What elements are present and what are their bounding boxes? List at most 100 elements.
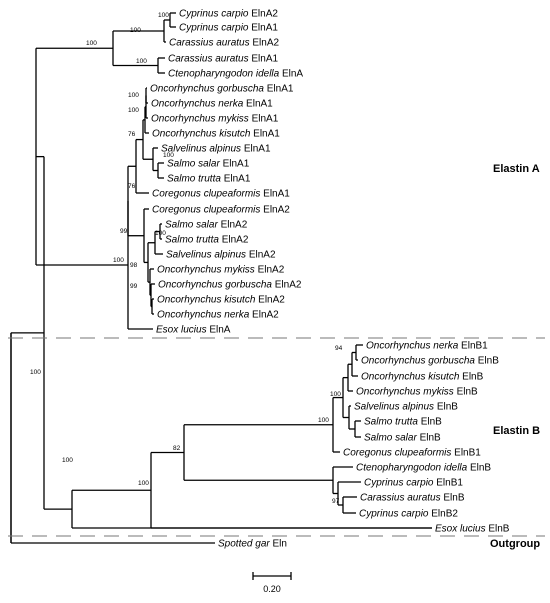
bootstrap-value: 100 bbox=[62, 457, 73, 464]
leaf-label: Esox lucius ElnB bbox=[435, 524, 510, 535]
leaf-species: Salmo trutta bbox=[165, 235, 219, 246]
leaf-label: Salmo trutta ElnA2 bbox=[165, 235, 249, 246]
bootstrap-value: 97 bbox=[332, 498, 340, 505]
leaf-label: Salmo salar ElnA1 bbox=[167, 159, 250, 170]
leaf-label: Oncorhynchus mykiss ElnA1 bbox=[151, 114, 279, 125]
leaf-gene: ElnB bbox=[441, 493, 465, 504]
leaf-species: Cyprinus carpio bbox=[179, 23, 249, 34]
leaf-species: Carassius auratus bbox=[169, 38, 250, 49]
bootstrap-value: 100 bbox=[163, 152, 174, 159]
bootstrap-value: 94 bbox=[335, 345, 343, 352]
leaf-species: Salvelinus alpinus bbox=[166, 250, 246, 261]
leaf-label: Oncorhynchus nerka ElnA2 bbox=[157, 310, 279, 321]
scale-bar: 0.20 bbox=[252, 572, 292, 594]
bootstrap-value: 100 bbox=[128, 92, 139, 99]
branches bbox=[10, 12, 432, 544]
leaf-label: Ctenopharyngodon idella ElnA bbox=[168, 69, 303, 80]
bootstrap-value: 100 bbox=[318, 417, 329, 424]
leaf-species: Ctenopharyngodon idella bbox=[356, 463, 468, 474]
leaf-gene: ElnA2 bbox=[255, 295, 285, 306]
leaf-label: Salmo salar ElnA2 bbox=[165, 220, 248, 231]
leaf-label: Oncorhynchus nerka ElnB1 bbox=[366, 341, 488, 352]
leaf-species: Oncorhynchus mykiss bbox=[356, 387, 454, 398]
leaf-label: Coregonus clupeaformis ElnB1 bbox=[343, 448, 481, 459]
leaf-label: Oncorhynchus kisutch ElnB bbox=[361, 372, 484, 383]
leaf-species: Coregonus clupeaformis bbox=[152, 189, 260, 200]
leaf-label: Spotted gar Eln bbox=[218, 539, 287, 550]
leaf-label: Oncorhynchus mykiss ElnA2 bbox=[157, 265, 285, 276]
leaf-species: Salmo trutta bbox=[167, 174, 221, 185]
leaf-species: Oncorhynchus mykiss bbox=[151, 114, 249, 125]
leaf-label: Oncorhynchus gorbuscha ElnB bbox=[361, 356, 499, 367]
leaf-species: Carassius auratus bbox=[168, 54, 249, 65]
leaf-species: Salmo salar bbox=[165, 220, 218, 231]
leaf-species: Cyprinus carpio bbox=[179, 9, 249, 20]
group-dividers bbox=[8, 337, 545, 537]
bootstrap-labels: 1001001001001001007676991009810099100100… bbox=[30, 12, 343, 505]
leaf-label: Salvelinus alpinus ElnA1 bbox=[161, 144, 271, 155]
bootstrap-value: 100 bbox=[30, 369, 41, 376]
leaf-label: Cyprinus carpio ElnB1 bbox=[364, 478, 463, 489]
bootstrap-value: 76 bbox=[128, 183, 136, 190]
bootstrap-value: 99 bbox=[120, 228, 128, 235]
leaf-gene: ElnA1 bbox=[260, 189, 290, 200]
group-label: Outgroup bbox=[490, 538, 540, 550]
leaf-label: Oncorhynchus gorbuscha ElnA2 bbox=[158, 280, 302, 291]
leaf-label: Salvelinus alpinus ElnA2 bbox=[166, 250, 276, 261]
leaf-gene: ElnA1 bbox=[249, 54, 279, 65]
leaf-label: Salmo trutta ElnB bbox=[364, 417, 442, 428]
leaf-label: Oncorhynchus gorbuscha ElnA1 bbox=[150, 84, 294, 95]
leaf-label: Cyprinus carpio ElnA1 bbox=[179, 23, 278, 34]
bootstrap-value: 100 bbox=[113, 257, 124, 264]
leaf-species: Coregonus clupeaformis bbox=[343, 448, 451, 459]
leaf-gene: ElnA1 bbox=[249, 114, 279, 125]
leaf-gene: ElnA1 bbox=[220, 159, 250, 170]
bootstrap-value: 99 bbox=[130, 283, 138, 290]
leaf-species: Ctenopharyngodon idella bbox=[168, 69, 280, 80]
leaf-species: Salmo salar bbox=[364, 433, 417, 444]
group-label: Elastin B bbox=[493, 425, 540, 437]
leaf-species: Cyprinus carpio bbox=[359, 509, 429, 520]
leaf-species: Carassius auratus bbox=[360, 493, 441, 504]
leaf-gene: ElnB1 bbox=[451, 448, 481, 459]
leaf-label: Salmo salar ElnB bbox=[364, 433, 441, 444]
leaf-gene: ElnA1 bbox=[248, 23, 278, 34]
leaf-label: Salvelinus alpinus ElnB bbox=[354, 402, 458, 413]
leaf-species: Salmo trutta bbox=[364, 417, 418, 428]
bootstrap-value: 100 bbox=[130, 27, 141, 34]
bootstrap-value: 100 bbox=[136, 58, 147, 65]
leaf-gene: ElnA2 bbox=[250, 38, 280, 49]
leaf-gene: ElnA1 bbox=[241, 144, 271, 155]
leaf-gene: ElnB bbox=[418, 417, 442, 428]
leaf-species: Salmo salar bbox=[167, 159, 220, 170]
leaf-species: Oncorhynchus nerka bbox=[157, 310, 250, 321]
leaf-gene: ElnB bbox=[486, 524, 510, 535]
bootstrap-value: 98 bbox=[130, 262, 138, 269]
leaf-species: Oncorhynchus mykiss bbox=[157, 265, 255, 276]
leaf-label: Carassius auratus ElnA2 bbox=[169, 38, 279, 49]
leaf-species: Salvelinus alpinus bbox=[354, 402, 434, 413]
leaf-gene: ElnA2 bbox=[260, 205, 290, 216]
bootstrap-value: 100 bbox=[330, 391, 341, 398]
leaf-gene: ElnA2 bbox=[249, 310, 279, 321]
leaf-species: Oncorhynchus kisutch bbox=[152, 129, 251, 140]
leaf-species: Oncorhynchus nerka bbox=[366, 341, 459, 352]
leaf-species: Oncorhynchus gorbuscha bbox=[361, 356, 475, 367]
leaf-label: Oncorhynchus kisutch ElnA2 bbox=[157, 295, 285, 306]
leaf-label: Coregonus clupeaformis ElnA1 bbox=[152, 189, 290, 200]
leaf-species: Oncorhynchus kisutch bbox=[157, 295, 256, 306]
leaf-gene: ElnA2 bbox=[246, 250, 276, 261]
leaf-gene: ElnB2 bbox=[428, 509, 458, 520]
leaf-gene: ElnB bbox=[417, 433, 441, 444]
leaf-label: Carassius auratus ElnB bbox=[360, 493, 465, 504]
leaf-gene: ElnA1 bbox=[250, 129, 280, 140]
bootstrap-value: 100 bbox=[128, 107, 139, 114]
leaf-gene: ElnA2 bbox=[255, 265, 285, 276]
leaf-label: Esox lucius ElnA bbox=[156, 325, 231, 336]
leaf-species: Spotted gar bbox=[218, 539, 270, 550]
leaf-gene: ElnA2 bbox=[219, 235, 249, 246]
leaf-species: Oncorhynchus kisutch bbox=[361, 372, 460, 383]
